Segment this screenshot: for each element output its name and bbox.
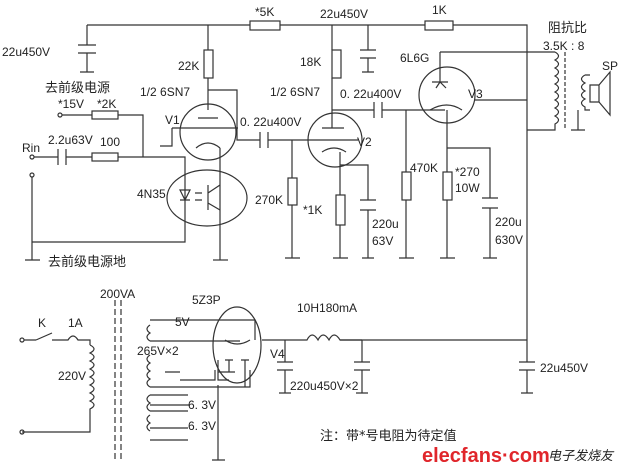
label-v2: V2 — [357, 135, 372, 149]
label-pre-ground: 去前级电源地 — [48, 254, 126, 270]
label-r-5k: *5K — [255, 5, 274, 19]
v1-tube — [179, 103, 237, 161]
label-r-100: 100 — [100, 135, 120, 149]
label-r-1k-star: *1K — [303, 203, 322, 217]
label-rin: Rin — [22, 141, 40, 155]
label-imp-ratio: 3.5K : 8 — [543, 39, 585, 53]
label-r-2k: *2K — [97, 97, 116, 111]
label-v2-type: 1/2 6SN7 — [270, 85, 320, 99]
label-r-270k: 270K — [255, 193, 283, 207]
label-imp-title: 阻抗比 — [548, 21, 587, 36]
label-c-out: 22u450V — [540, 361, 588, 375]
label-15v: *15V — [58, 97, 84, 111]
label-c-filter: 220u450V×2 — [290, 379, 359, 393]
label-c-63v: 63V — [372, 234, 393, 248]
label-switch: K — [38, 316, 46, 330]
watermark-brand: elecfans·com — [422, 445, 550, 466]
label-r-18k: 18K — [300, 55, 321, 69]
label-pre-power: 去前级电源 — [45, 80, 110, 96]
label-v3-type: 6L6G — [400, 51, 429, 65]
label-sp: SP — [602, 59, 618, 73]
label-tx-power: 200VA — [100, 287, 135, 301]
label-c-couple1: 0. 22u400V — [240, 115, 301, 129]
label-choke: 10H180mA — [297, 301, 357, 315]
label-r-270: *270 — [455, 165, 480, 179]
label-c-top: 22u450V — [320, 7, 368, 21]
label-r-10w: 10W — [455, 181, 480, 195]
label-c-630-220u: 220u — [495, 215, 522, 229]
watermark-cn: 电子发烧友 — [548, 449, 615, 464]
label-v4: V4 — [270, 347, 285, 361]
label-c-in: 2.2u63V — [48, 133, 93, 147]
label-fuse: 1A — [68, 316, 83, 330]
label-c-left: 22u450V — [2, 45, 50, 59]
label-v4-type: 5Z3P — [192, 293, 221, 307]
label-r-470k: 470K — [410, 161, 438, 175]
label-r-22k: 22K — [178, 59, 199, 73]
label-v3: V3 — [468, 87, 483, 101]
label-r-1k: 1K — [432, 3, 447, 17]
label-v1-type: 1/2 6SN7 — [140, 85, 190, 99]
label-mains: 220V — [58, 369, 86, 383]
label-c-220u: 220u — [372, 217, 399, 231]
label-v1: V1 — [165, 113, 180, 127]
label-heater2: 6. 3V — [188, 419, 216, 433]
label-opto: 4N35 — [137, 187, 166, 201]
label-heater1: 6. 3V — [188, 398, 216, 412]
label-265v: 265V×2 — [137, 344, 179, 358]
label-c-630v: 630V — [495, 233, 523, 247]
note: 注：带*号电阻为待定值 — [320, 428, 457, 444]
v4-tube — [212, 306, 262, 384]
label-c-couple2: 0. 22u400V — [340, 87, 401, 101]
label-5v: 5V — [175, 315, 190, 329]
opto-ellipse — [166, 169, 248, 227]
